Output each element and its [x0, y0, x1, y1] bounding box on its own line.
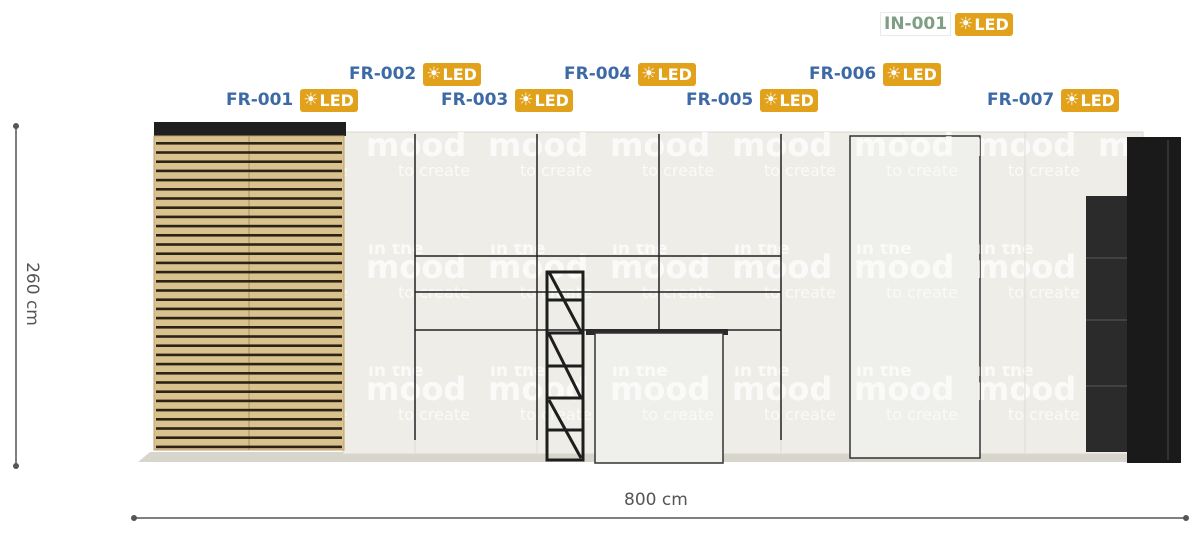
sun-icon: ☀: [886, 64, 902, 84]
slat-gap: [156, 326, 342, 329]
sun-icon: ☀: [958, 14, 974, 34]
shelf-unit: [545, 270, 585, 462]
led-badge: ☀LED: [883, 62, 941, 86]
slat-gap: [156, 142, 342, 145]
slat-gap: [156, 372, 342, 375]
led-badge: ☀LED: [515, 88, 573, 112]
slat-gap: [156, 178, 342, 182]
counter: [586, 329, 728, 464]
slat-gap: [156, 234, 342, 237]
slat-gap: [156, 335, 342, 338]
slat-gap: [156, 243, 342, 246]
led-badge: ☀LED: [423, 62, 481, 86]
label-fr-001[interactable]: FR-001 ☀LED: [223, 88, 358, 112]
slat-gap: [156, 270, 342, 274]
slat-gap: [156, 390, 342, 393]
slat-gap: [156, 169, 342, 173]
slat-gap: [156, 316, 342, 320]
slat-gap: [156, 206, 342, 209]
slat-gap: [156, 188, 342, 191]
slat-gap: [156, 197, 342, 200]
label-fr-003[interactable]: FR-003 ☀LED: [438, 88, 573, 112]
led-badge: ☀LED: [1061, 88, 1119, 112]
led-badge: ☀LED: [760, 88, 818, 112]
slat-gap: [156, 298, 342, 301]
label-in-001[interactable]: IN-001 ☀LED: [880, 12, 1013, 36]
slat-gap: [156, 353, 342, 357]
slat-gap: [156, 215, 342, 219]
slat-gap: [156, 362, 342, 366]
label-code: FR-007: [984, 89, 1058, 111]
led-badge: ☀LED: [300, 88, 358, 112]
slat-wall: [153, 122, 346, 451]
slat-gap: [156, 344, 342, 347]
dark-unit: [1086, 137, 1181, 463]
width-dimension: [131, 515, 1189, 521]
sun-icon: ☀: [426, 64, 442, 84]
slat-gap: [156, 307, 342, 311]
label-code: FR-002: [346, 63, 420, 85]
back-wall: [342, 131, 1144, 455]
slat-gap: [156, 280, 342, 283]
label-code: FR-005: [683, 89, 757, 111]
label-fr-004[interactable]: FR-004 ☀LED: [561, 62, 696, 86]
slat-gap: [156, 399, 342, 403]
label-fr-007[interactable]: FR-007 ☀LED: [984, 88, 1119, 112]
slat-gap: [156, 445, 342, 449]
label-fr-006[interactable]: FR-006 ☀LED: [806, 62, 941, 86]
label-code: IN-001: [880, 12, 952, 36]
slat-gap: [156, 160, 342, 163]
led-badge: ☀LED: [955, 12, 1013, 36]
sun-icon: ☀: [641, 64, 657, 84]
slat-gap: [156, 151, 342, 154]
sun-icon: ☀: [518, 90, 534, 110]
label-code: FR-001: [223, 89, 297, 111]
height-dimension: [13, 123, 19, 469]
slat-gap: [156, 418, 342, 421]
slat-gap: [156, 381, 342, 384]
label-fr-002[interactable]: FR-002 ☀LED: [346, 62, 481, 86]
label-fr-005[interactable]: FR-005 ☀LED: [683, 88, 818, 112]
slat-gap: [156, 261, 342, 265]
label-code: FR-006: [806, 63, 880, 85]
slat-gap: [156, 436, 342, 439]
slat-gap: [156, 252, 342, 255]
sun-icon: ☀: [1064, 90, 1080, 110]
tall-panel: [849, 135, 981, 459]
sun-icon: ☀: [303, 90, 319, 110]
label-code: FR-004: [561, 63, 635, 85]
slat-gap: [156, 289, 342, 292]
sun-icon: ☀: [763, 90, 779, 110]
slat-gap: [156, 427, 342, 430]
height-dimension-label: 260 cm: [22, 254, 42, 334]
slat-gap: [156, 224, 342, 228]
label-code: FR-003: [438, 89, 512, 111]
width-dimension-label: 800 cm: [622, 490, 690, 510]
led-badge: ☀LED: [638, 62, 696, 86]
slat-gap: [156, 408, 342, 412]
